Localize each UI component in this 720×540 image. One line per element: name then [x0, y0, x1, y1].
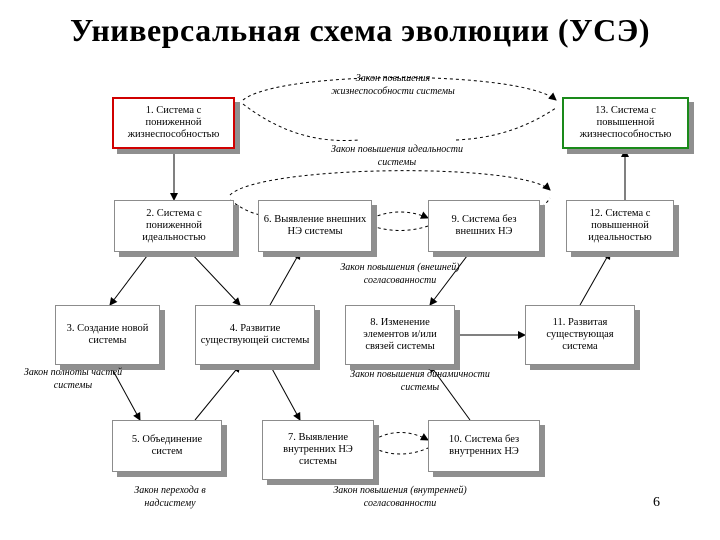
viability-arc-lower [242, 103, 361, 142]
arrow-10-8 [429, 364, 471, 421]
page-number: 6 [653, 495, 660, 510]
arrow-7-10-return [373, 447, 429, 455]
box-13-high-viability: 13. Система с повышенной жизнеспособност… [562, 97, 689, 149]
box-7-internal-contradictions: 7. Выявление внутренних НЭ системы [262, 420, 374, 480]
box-8-change-elements: 8. Изменение элементов и/или связей сист… [345, 305, 455, 365]
box-11-developed-system: 11. Развитая существующая система [525, 305, 635, 365]
box-3-create-new-system: 3. Создание новой системы [55, 305, 160, 365]
ideality-arc [229, 170, 551, 196]
law-subsystem-transition: Закон перехода в надсистему [134, 485, 206, 509]
arrow-9-8 [429, 251, 471, 306]
law-completeness: Закон полноты частей системы [23, 367, 123, 391]
law-ideality: Закон повышения идеальности системы [331, 144, 463, 168]
arrow-4-7 [269, 364, 301, 421]
box-6-external-contradictions: 6. Выявление внешних НЭ системы [258, 200, 372, 252]
arrow-11-12 [579, 251, 611, 306]
arrow-6-9 [371, 211, 429, 219]
arrow-5-4 [194, 364, 241, 421]
box-9-no-external-contradictions: 9. Система без внешних НЭ [428, 200, 540, 252]
box-1-low-viability: 1. Система с пониженной жизнеспособность… [112, 97, 235, 149]
viability-arc-lower-right [455, 107, 557, 141]
box-2-low-ideality: 2. Система с пониженной идеальностью [114, 200, 234, 252]
box-12-high-ideality: 12. Система с повышенной идеальностью [566, 200, 674, 252]
arrow-2-3 [109, 251, 151, 306]
arrow-4-6 [269, 251, 301, 306]
box-4-develop-existing-system: 4. Развитие существующей системы [195, 305, 315, 365]
arrow-7-10 [373, 432, 429, 441]
box-5-merge-systems: 5. Объединение систем [112, 420, 222, 472]
arrow-6-9-return [371, 225, 429, 231]
law-dynamism: Закон повышения динамичности системы [350, 369, 490, 393]
arrow-2-4 [189, 251, 241, 306]
arrow-3-5 [109, 364, 141, 421]
slide-title: Универсальная схема эволюции (УСЭ) [69, 12, 651, 48]
law-viability: Закон повышения жизнеспособности системы [331, 73, 455, 97]
box-10-no-internal-contradictions: 10. Система без внутренних НЭ [428, 420, 540, 472]
law-internal-consistency: Закон повышения (внутренней) согласованн… [333, 485, 467, 509]
viability-arc [242, 77, 557, 101]
law-external-consistency: Закон повышения (внешней) согласованност… [340, 262, 460, 286]
